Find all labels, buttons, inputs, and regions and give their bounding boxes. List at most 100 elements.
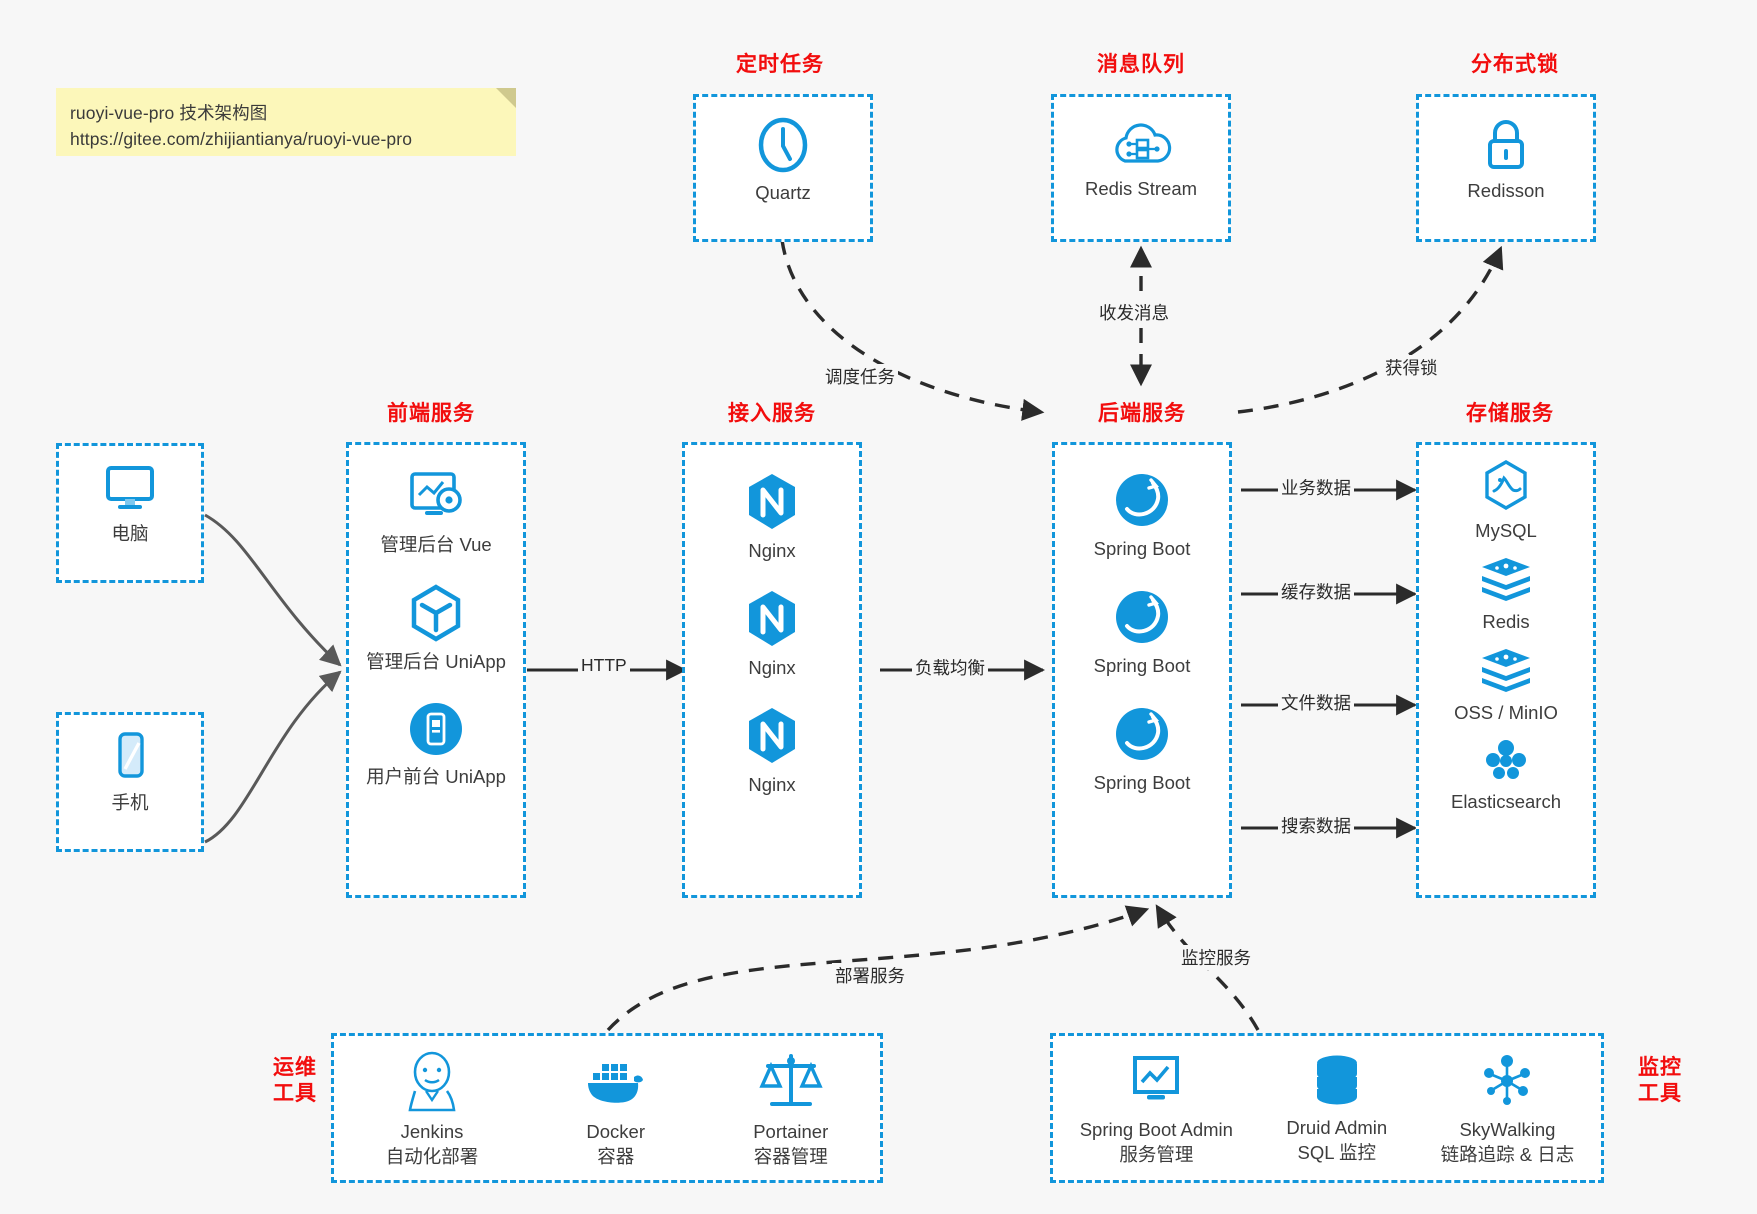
edge-label-load-balance: 负载均衡	[912, 655, 988, 680]
cloud-stream-icon	[1115, 123, 1172, 163]
node-spring-boot-1[interactable]: Spring Boot	[1055, 469, 1229, 562]
edge-label-message: 收发消息	[1096, 300, 1172, 325]
node-admin-uniapp[interactable]: 管理后台 UniApp	[349, 582, 523, 675]
node-label: 用户前台 UniApp	[366, 765, 506, 787]
node-label: 管理后台 Vue	[380, 534, 492, 555]
edge-label-acquire-lock: 获得锁	[1382, 355, 1441, 380]
group-box-gateway: Nginx Nginx Nginx	[682, 442, 862, 898]
edge-label-http: HTTP	[578, 655, 630, 676]
group-box-ops: Jenkins 自动化部署 Docker 容器	[331, 1033, 883, 1183]
group-box-backend: Spring Boot Spring Boot Spring Boot	[1052, 442, 1232, 898]
group-title-mq: 消息队列	[1097, 53, 1185, 76]
node-spring-boot-3[interactable]: Spring Boot	[1055, 703, 1229, 796]
nginx-icon	[749, 590, 795, 646]
node-phone[interactable]: 手机	[59, 729, 201, 816]
note-line-2: https://gitee.com/zhijiantianya/ruoyi-vu…	[70, 129, 413, 150]
node-nginx-1[interactable]: Nginx	[685, 471, 859, 564]
group-title-monitor: 监控 工具	[1615, 1055, 1705, 1108]
node-admin-vue[interactable]: 管理后台 Vue	[349, 467, 523, 558]
edge-label-schedule-task: 调度任务	[822, 364, 898, 389]
node-label: 手机	[111, 792, 149, 813]
node-label: 管理后台 UniApp	[366, 650, 506, 672]
cube-icon	[411, 584, 461, 642]
edge-label-file-data: 文件数据	[1278, 690, 1354, 715]
node-label: Redis Stream	[1084, 178, 1198, 199]
group-box-monitor: Spring Boot Admin 服务管理 Druid Admin SQL 监…	[1050, 1033, 1604, 1183]
group-box-lock: Redisson	[1416, 94, 1596, 242]
monitor-icon	[106, 466, 154, 509]
node-spring-boot-2[interactable]: Spring Boot	[1055, 586, 1229, 679]
dashboard-icon	[410, 472, 462, 515]
node-quartz[interactable]: Quartz	[696, 115, 870, 206]
node-elasticsearch[interactable]: Elasticsearch	[1419, 734, 1593, 815]
node-sublabel: 服务管理	[1119, 1143, 1194, 1165]
node-redis-stream[interactable]: Redis Stream	[1054, 117, 1228, 202]
group-box-frontend: 管理后台 Vue 管理后台 UniApp 用户前台 UniApp	[346, 442, 526, 898]
group-title-scheduler: 定时任务	[736, 53, 824, 76]
node-sublabel: SQL 监控	[1297, 1141, 1377, 1163]
node-nginx-2[interactable]: Nginx	[685, 588, 859, 681]
diagram-note: ruoyi-vue-pro 技术架构图 https://gitee.com/zh…	[56, 88, 516, 156]
node-redisson[interactable]: Redisson	[1419, 117, 1593, 204]
group-title-lock: 分布式锁	[1471, 53, 1559, 76]
node-sublabel: 容器管理	[753, 1145, 828, 1167]
lock-icon	[1488, 120, 1524, 169]
group-title-ops-line2: 工具	[273, 1082, 317, 1106]
mysql-icon	[1485, 460, 1527, 510]
oss-icon	[1482, 648, 1530, 692]
node-label: Redis	[1482, 610, 1530, 632]
node-druid-admin[interactable]: Druid Admin SQL 监控	[1286, 1050, 1387, 1166]
nginx-icon	[749, 474, 795, 529]
elasticsearch-icon	[1486, 739, 1526, 779]
node-computer[interactable]: 电脑	[59, 460, 201, 547]
redis-icon	[1482, 557, 1530, 601]
edge-label-cache-data: 缓存数据	[1278, 579, 1354, 604]
scales-icon	[759, 1054, 823, 1106]
node-mysql[interactable]: MySQL	[1419, 459, 1593, 544]
monitor-chart-icon	[1133, 1056, 1180, 1100]
node-label: Spring Boot	[1093, 538, 1191, 559]
node-label: OSS / MinIO	[1454, 701, 1558, 723]
note-fold-icon	[496, 88, 516, 108]
node-sublabel: 自动化部署	[385, 1145, 479, 1167]
node-jenkins[interactable]: Jenkins 自动化部署	[385, 1050, 479, 1170]
docker-icon	[587, 1064, 643, 1103]
node-skywalking[interactable]: SkyWalking 链路追踪 & 日志	[1440, 1050, 1575, 1168]
node-label: Jenkins	[400, 1121, 464, 1142]
node-docker[interactable]: Docker 容器	[582, 1050, 650, 1170]
group-title-monitor-line2: 工具	[1638, 1082, 1682, 1106]
node-label: Redisson	[1467, 180, 1545, 201]
mobile-app-icon	[410, 702, 462, 755]
edge-label-monitor-service: 监控服务	[1178, 945, 1254, 970]
node-label: Nginx	[748, 773, 796, 795]
node-label: Elasticsearch	[1450, 790, 1561, 812]
client-box-phone: 手机	[56, 712, 204, 852]
node-label: Portainer	[753, 1121, 829, 1142]
node-sublabel: 容器	[597, 1145, 635, 1167]
group-title-gateway: 接入服务	[728, 402, 816, 425]
phone-icon	[118, 732, 144, 778]
node-label: SkyWalking	[1459, 1119, 1556, 1140]
group-box-scheduler: Quartz	[693, 94, 873, 242]
jenkins-icon	[408, 1051, 456, 1112]
node-label: Quartz	[755, 182, 811, 203]
node-user-uniapp[interactable]: 用户前台 UniApp	[349, 699, 523, 790]
node-nginx-3[interactable]: Nginx	[685, 705, 859, 798]
node-redis[interactable]: Redis	[1419, 554, 1593, 635]
edge-label-search-data: 搜索数据	[1278, 813, 1354, 838]
node-label: Spring Boot Admin	[1079, 1119, 1233, 1140]
group-title-ops: 运维 工具	[250, 1055, 340, 1108]
edge-label-deploy-service: 部署服务	[832, 963, 908, 988]
node-spring-boot-admin[interactable]: Spring Boot Admin 服务管理	[1080, 1050, 1233, 1168]
group-title-frontend: 前端服务	[387, 402, 475, 425]
node-portainer[interactable]: Portainer 容器管理	[753, 1050, 828, 1170]
node-label: Docker	[586, 1121, 646, 1142]
spring-icon	[1116, 474, 1168, 526]
node-label: Nginx	[748, 540, 796, 561]
group-box-storage: MySQL Redis OSS / MinIO	[1416, 442, 1596, 898]
clock-icon	[758, 117, 808, 173]
nginx-icon	[749, 707, 795, 763]
node-sublabel: 链路追踪 & 日志	[1440, 1143, 1575, 1165]
node-oss-minio[interactable]: OSS / MinIO	[1419, 645, 1593, 726]
